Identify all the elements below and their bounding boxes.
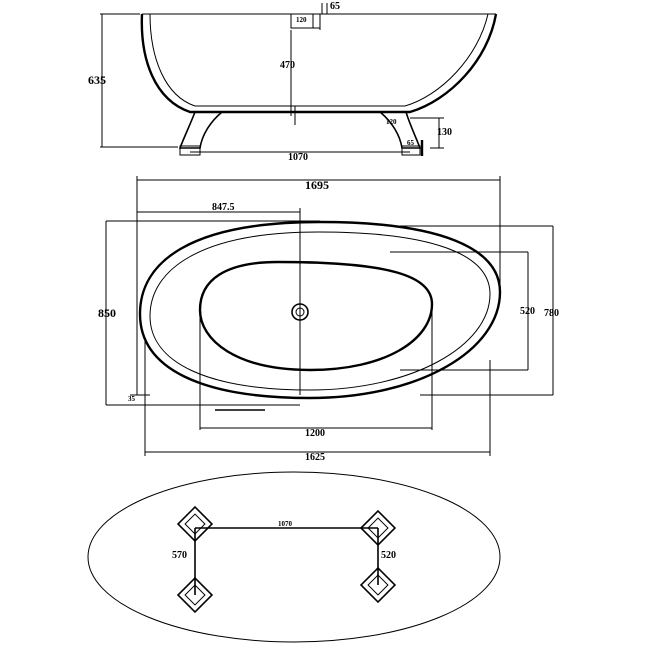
base-view: 1070 570 520: [87, 471, 501, 643]
top-view: 1695 847.5 850 780 520 35 1200: [98, 176, 559, 463]
base-right-label: 520: [381, 550, 396, 561]
foot-top-left: [176, 505, 214, 543]
foot-base-label: 65: [407, 139, 415, 147]
total-height-label: 635: [88, 73, 106, 87]
length-outer-label: 1695: [305, 178, 329, 192]
length-inner-label: 1200: [305, 428, 325, 439]
left-foot-base: [179, 145, 201, 156]
top-basin: [198, 260, 434, 372]
width-outer-label: 850: [98, 306, 116, 320]
rim-width-label: 65: [330, 1, 340, 12]
base-outline: [87, 471, 501, 643]
side-view: 120 65 635 470 1070 120 130 65: [88, 1, 498, 163]
overflow-box: [290, 13, 314, 29]
bath-inner-shell: [149, 13, 489, 107]
foot-height-label: 130: [437, 127, 452, 138]
left-foot: [178, 111, 223, 149]
length-base-label: 1625: [305, 452, 325, 463]
base-left-label: 570: [172, 550, 187, 561]
width-rim-label: 780: [544, 308, 559, 319]
right-foot: [379, 111, 422, 149]
foot-width-label: 120: [386, 118, 397, 126]
waste-offset-label: 847.5: [212, 202, 235, 213]
width-inner-label: 520: [520, 306, 535, 317]
foot-spacing-label: 1070: [288, 152, 308, 163]
top-outer-rim: [138, 220, 502, 400]
top-inner-rim: [149, 231, 491, 391]
foot-bottom-right: [359, 566, 397, 604]
foot-bottom-left: [176, 576, 214, 614]
overflow-label: 120: [296, 16, 307, 24]
right-foot-base: [401, 145, 421, 156]
base-length-label: 1070: [278, 520, 293, 528]
depth-label: 470: [280, 60, 295, 71]
foot-top-right: [359, 509, 397, 547]
wall-offset-label: 35: [128, 395, 136, 403]
bath-outer-shell: [140, 13, 498, 114]
